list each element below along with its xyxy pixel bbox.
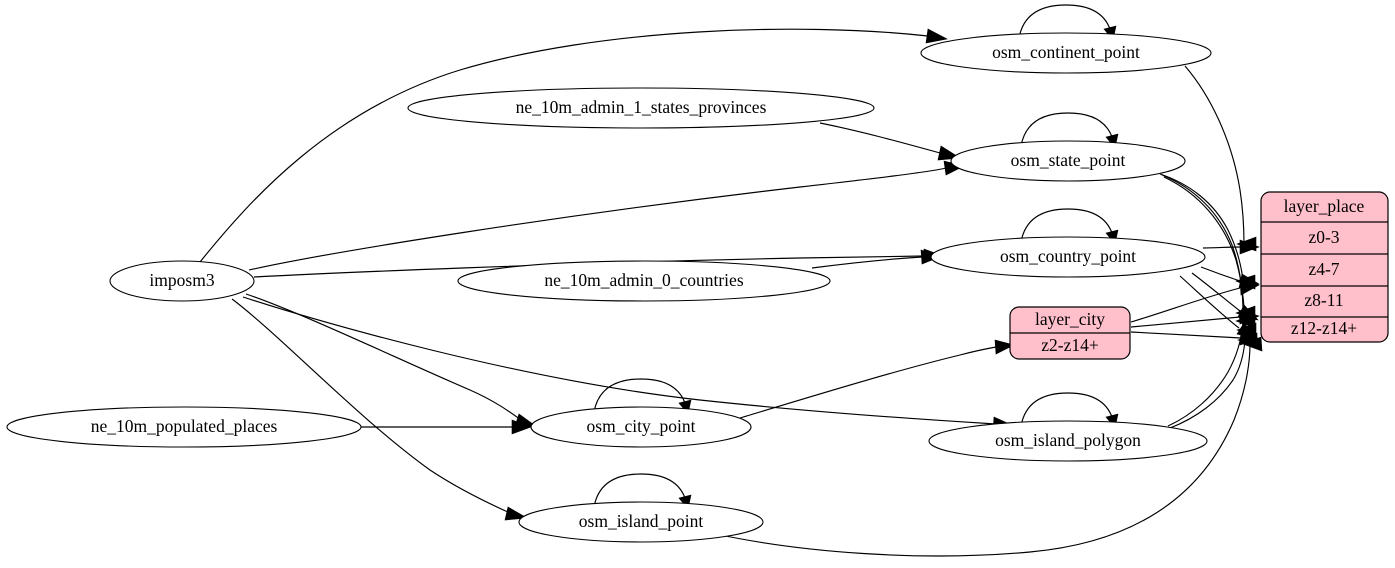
layer-place-header: layer_place <box>1284 196 1365 216</box>
layer-place-row-z8-11[interactable]: z8-11 <box>1304 290 1343 310</box>
edge-imposm3-to-osm-continent-point <box>199 28 948 263</box>
node-ne-countries-label: ne_10m_admin_0_countries <box>544 270 743 290</box>
layer-place-row-z4-7[interactable]: z4-7 <box>1308 259 1339 279</box>
edge-layer-city-to-layer-place-z8-11 <box>1130 309 1260 328</box>
node-ne-10m-admin-0-countries[interactable]: ne_10m_admin_0_countries <box>457 260 831 302</box>
node-osm-island-point[interactable]: osm_island_point <box>518 501 764 543</box>
node-osm-state-point[interactable]: osm_state_point <box>950 140 1186 182</box>
node-imposm3[interactable]: imposm3 <box>109 260 255 302</box>
layer-place-row-z12-z14[interactable]: z12-z14+ <box>1291 318 1357 338</box>
edge-osm-island-polygon-to-layer-place-z8-11 <box>1167 313 1256 427</box>
edge-osm-city-point-to-layer-city-z2-z14 <box>739 339 1015 419</box>
node-osm-island-polygon-label: osm_island_polygon <box>995 430 1141 450</box>
node-osm-country-point[interactable]: osm_country_point <box>930 236 1206 278</box>
node-ne-states-label: ne_10m_admin_1_states_provinces <box>516 97 767 117</box>
edge-osm-country-point-to-layer-place-z0-3 <box>1202 239 1260 255</box>
node-osm-city-point-label: osm_city_point <box>587 416 696 436</box>
edge-ne-states-to-osm-state-point <box>819 122 961 161</box>
node-osm-city-point[interactable]: osm_city_point <box>530 406 752 448</box>
node-osm-state-point-label: osm_state_point <box>1011 150 1126 170</box>
layer-place-row-z0-3[interactable]: z0-3 <box>1308 227 1339 247</box>
edge-imposm3-to-osm-island-point <box>231 298 528 521</box>
node-osm-island-polygon[interactable]: osm_island_polygon <box>928 420 1208 462</box>
layer-city-header: layer_city <box>1035 309 1105 329</box>
node-osm-continent-point[interactable]: osm_continent_point <box>920 32 1212 74</box>
node-osm-island-point-label: osm_island_point <box>579 511 704 531</box>
node-osm-continent-point-label: osm_continent_point <box>992 42 1140 62</box>
edge-osm-island-polygon-to-layer-place-z12-z14 <box>1169 332 1258 429</box>
edge-ne-places-to-osm-city-point <box>361 419 532 435</box>
node-imposm3-label: imposm3 <box>149 270 214 290</box>
node-ne-places-label: ne_10m_populated_places <box>91 416 278 436</box>
layer-city-row-z2-z14[interactable]: z2-z14+ <box>1041 335 1099 355</box>
node-ne-10m-populated-places[interactable]: ne_10m_populated_places <box>6 406 362 448</box>
layer-node-layer-place[interactable]: layer_place z0-3 z4-7 z8-11 z12-z14+ <box>1260 191 1389 343</box>
edge-ne-countries-to-osm-country-point <box>811 249 942 269</box>
edge-imposm3-to-osm-state-point <box>248 160 965 271</box>
edge-layer-city-to-layer-place-z12-z14 <box>1130 330 1261 346</box>
edge-imposm3-to-osm-city-point <box>245 293 538 428</box>
node-layer: imposm3 ne_10m_admin_1_states_provinces … <box>6 32 1212 543</box>
node-osm-country-point-label: osm_country_point <box>1000 246 1136 266</box>
node-ne-10m-admin-1-states-provinces[interactable]: ne_10m_admin_1_states_provinces <box>407 87 875 129</box>
layer-node-layer-city[interactable]: layer_city z2-z14+ <box>1009 306 1131 360</box>
edge-layer-city-to-layer-place-z4-7 <box>1130 280 1260 323</box>
